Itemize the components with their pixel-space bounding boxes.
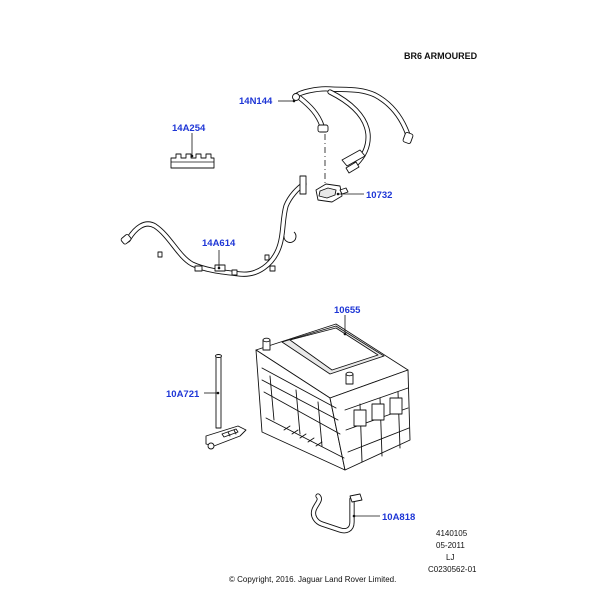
callout-10A818[interactable]: 10A818	[382, 512, 415, 523]
callout-14N144[interactable]: 14N144	[239, 96, 273, 107]
battery-10655[interactable]	[255, 323, 411, 471]
callout-10732[interactable]: 10732	[366, 190, 392, 201]
holddown-bracket-10A721[interactable]	[205, 354, 247, 450]
terminal-clamp-10732[interactable]	[315, 183, 349, 203]
callout-10A721[interactable]: 10A721	[166, 389, 200, 400]
variant-title: BR6 ARMOURED	[404, 51, 478, 61]
clamp-bracket-10A818[interactable]	[310, 493, 363, 534]
battery-cable-14A614[interactable]	[120, 175, 307, 277]
copyright: © Copyright, 2016. Jaguar Land Rover Lim…	[229, 575, 396, 584]
ref-drawing-id: C0230562-01	[428, 565, 477, 574]
battery-cable-14N144[interactable]	[292, 86, 414, 174]
callout-14A614[interactable]: 14A614	[202, 238, 236, 249]
ref-date: 05-2011	[436, 541, 465, 550]
ref-code: LJ	[446, 553, 454, 562]
callout-10655[interactable]: 10655	[334, 305, 361, 316]
ref-number: 4140105	[436, 529, 468, 538]
cable-clip-14A254[interactable]	[170, 153, 215, 169]
callout-14A254[interactable]: 14A254	[172, 123, 206, 134]
